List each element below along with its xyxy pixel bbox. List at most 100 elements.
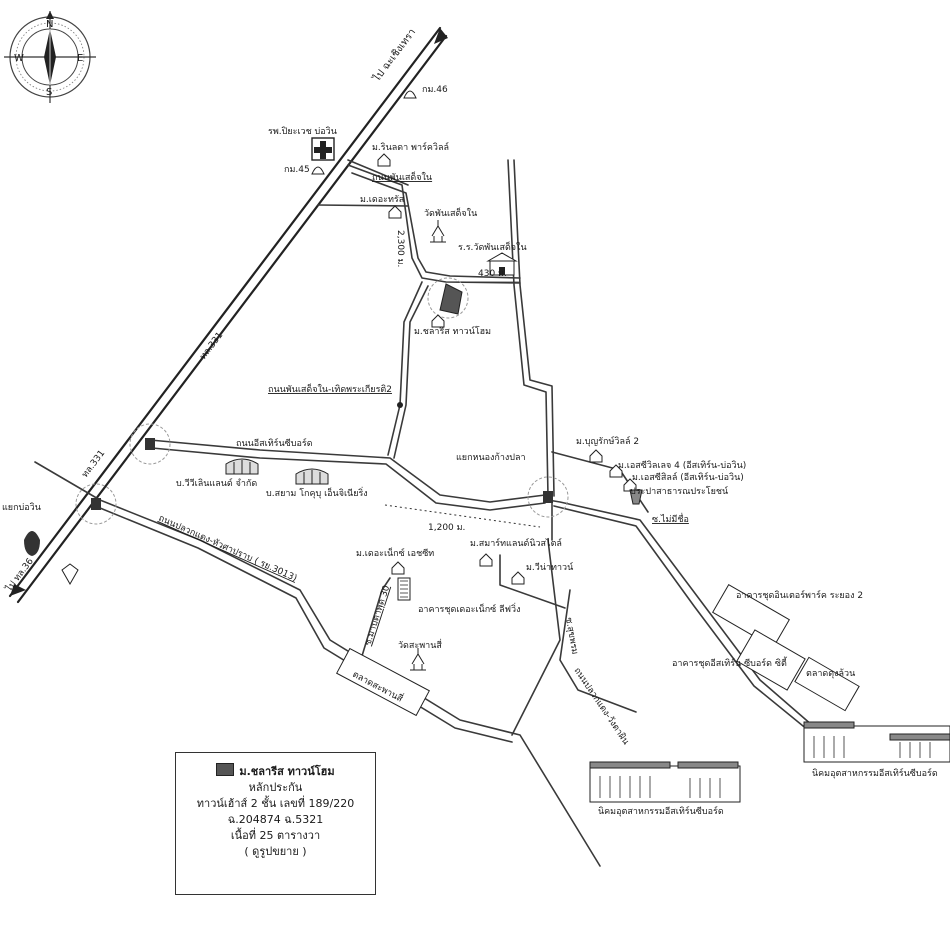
road-rinlada xyxy=(347,159,409,186)
arrow-south-icon xyxy=(10,584,26,596)
esv4-label: ม.เอสซีวิลเลจ 4 (อีสเทิร์น-บ่อวิน) xyxy=(618,459,746,471)
property-circle xyxy=(427,277,469,319)
road-nongkang-a xyxy=(507,159,549,497)
distance-1200-label: 1,200 ม. xyxy=(428,523,465,533)
km45-label: กม.45 xyxy=(284,165,310,175)
legend-line3: ทาวน์เฮ้าส์ 2 ชั้น เลขที่ 189/220 xyxy=(196,797,355,810)
eastern-city-label: อาคารชุดอีสเทิร์น ซีบอร์ด ซิตี้ xyxy=(672,656,788,669)
wat-phan-label: วัดพันเสด็จใน xyxy=(424,206,477,219)
distance-2300-label: 2,300 ม. xyxy=(395,230,405,267)
the-connect-label: ม.เดอะเน็กซ์ เอชซีท xyxy=(356,546,434,559)
factory-icon xyxy=(225,458,259,475)
house-icon xyxy=(479,553,493,567)
industrial-building-icon xyxy=(803,721,950,763)
waterworks-label: ประปาสาธารณประโยชน์ xyxy=(630,485,728,497)
market-box xyxy=(336,647,430,717)
road-eastern-seaboard-b xyxy=(151,447,546,511)
road-to-eastern-b xyxy=(393,285,429,459)
road-phan-sadet-nai-b xyxy=(351,172,521,279)
traffic-light-icon xyxy=(543,491,553,503)
compass-w: W xyxy=(14,53,24,64)
the-trust-label: ม.เดอะทรัส xyxy=(360,195,405,205)
compass-rose-icon: N S E W xyxy=(4,11,96,103)
industrial-building-icon xyxy=(589,761,741,803)
legend-line2: หลักประกัน xyxy=(248,781,303,794)
condo-connect-label: อาคารชุดเดอะเน็กซ์ ลีฟวิ่ง xyxy=(418,602,520,615)
junction-circle-north xyxy=(129,423,171,465)
inter-park-label: อาคารชุดอินเตอร์พาร์ค ระยอง 2 xyxy=(736,589,863,601)
junction-nongkang-label: แยกหนองก้างปลา xyxy=(456,452,526,463)
road-label-331-mid: ทล.331 xyxy=(198,331,225,362)
pluak-daeng-hua-label: ถนนปลวกแดง-หัวศาปราบ ( รย.3013) xyxy=(157,514,299,584)
school-icon xyxy=(486,252,518,276)
arrow-north-icon xyxy=(434,28,448,44)
vina-town-label: ม.วีน่าทาวน์ xyxy=(526,561,573,573)
road-south-east-a xyxy=(547,499,836,746)
hospital-label: รพ.ปิยะเวช บ่อวิน xyxy=(268,126,337,137)
industrial-2-label: นิคมอุตสาหกรรมอีสเทิร์นซีบอร์ด xyxy=(812,767,938,779)
road-mabtaphut-30 xyxy=(361,577,391,657)
eastern-seaboard-label: ถนนอีสเทิร์นซีบอร์ด xyxy=(236,437,313,449)
sukprom-label: ซ.สุขพรม xyxy=(563,617,579,656)
road-network xyxy=(8,26,836,867)
phan-sadet-to-thep-label: ถนนพันเสด็จใน-เทิดพระเกียรติ2 xyxy=(268,382,392,395)
phan-sadet-nai-label: ถนนพันเสด็จใน xyxy=(372,170,432,183)
traffic-light-icon xyxy=(145,438,155,450)
school-label: ร.ร.วัดพันเสด็จใน xyxy=(458,240,527,253)
smart-land-label: ม.สมาร์ทแลนด์นิวสไตล์ xyxy=(470,537,562,549)
legend-title-row: ม.ชลารีส ทาวน์โฮม xyxy=(176,763,375,780)
road-label-331-low: ทล.331 xyxy=(80,449,107,480)
km-marker-icon xyxy=(311,166,325,175)
house-icon xyxy=(431,314,445,328)
junction-circle-bowin xyxy=(75,483,117,525)
property-swatch-icon xyxy=(216,763,235,776)
km-marker-icon xyxy=(403,90,417,99)
legend-line4: ฉ.204874 ฉ.5321 xyxy=(227,813,324,826)
rinlada-label: ม.รินลดา พาร์ควิลล์ xyxy=(372,141,449,153)
road-pluak-daeng-hua-a xyxy=(34,461,601,867)
mabtaphut-label: ซ.มาบตาพุด 30 xyxy=(363,584,392,647)
compass-e: E xyxy=(77,53,83,64)
factory-icon xyxy=(295,468,329,485)
condo-icon xyxy=(397,577,411,601)
temple-icon xyxy=(430,220,446,243)
water-tower-icon xyxy=(629,489,643,505)
landmarks xyxy=(24,90,950,803)
emblem-icon xyxy=(61,563,79,586)
siam-kokubu-label: บ.สยาม โกคุบุ เอ็นจิเนียริ่ง xyxy=(266,486,368,499)
nongmeeson-label: ซ.ไม่มีชื่อ xyxy=(652,512,689,525)
road-pluak-daeng-hua-b xyxy=(99,507,513,743)
house-icon xyxy=(391,561,405,575)
road-smart-land xyxy=(499,554,566,609)
nongkuan-box xyxy=(794,656,860,712)
road-label-to-chachoengsao: ไป ฉะเชิงเทรา xyxy=(370,26,418,84)
compass-s: S xyxy=(46,87,52,98)
house-icon xyxy=(511,571,525,585)
emblem-icon xyxy=(24,531,40,556)
legend-line5: เนื้อที่ 25 ตารางวา xyxy=(230,829,321,842)
bunruk-label: ม.บุญรักษ์วิลล์ 2 xyxy=(576,435,639,447)
distance-1200-line xyxy=(384,504,541,528)
road-south-east-b xyxy=(553,505,831,749)
road-eastern-seaboard-a xyxy=(149,439,546,503)
compass-n: N xyxy=(46,19,53,30)
house-icon xyxy=(377,153,391,167)
highway-331-west-line xyxy=(8,26,442,598)
junction-circle-nongkang xyxy=(527,476,569,518)
km46-label: กม.46 xyxy=(422,85,448,95)
legend-line1: ม.ชลารีส ทาวน์โฮม xyxy=(239,765,335,778)
house-icon xyxy=(623,478,637,492)
house-icon xyxy=(388,205,402,219)
legend-line6: ( ดูรูปขยาย ) xyxy=(244,845,307,858)
cross-icon xyxy=(314,141,332,159)
legend-box: ม.ชลารีส ทาวน์โฮม หลักประกัน ทาวน์เฮ้าส์… xyxy=(175,752,376,895)
road-south-a xyxy=(511,539,561,736)
house-icon xyxy=(609,464,623,478)
junction-bowin-label: แยกบ่อวิน xyxy=(2,502,41,513)
distance-430-label: 430 ม. xyxy=(478,269,507,279)
vl-land-label: บ.วีวีเลินแลนด์ จำกัด xyxy=(176,477,257,489)
wat-saphan-label: วัดสะพานสี่ xyxy=(398,638,442,651)
road-dot xyxy=(397,402,403,408)
industrial-1-label: นิคมอุตสาหกรรมอีสเทิร์นซีบอร์ด xyxy=(598,805,724,817)
